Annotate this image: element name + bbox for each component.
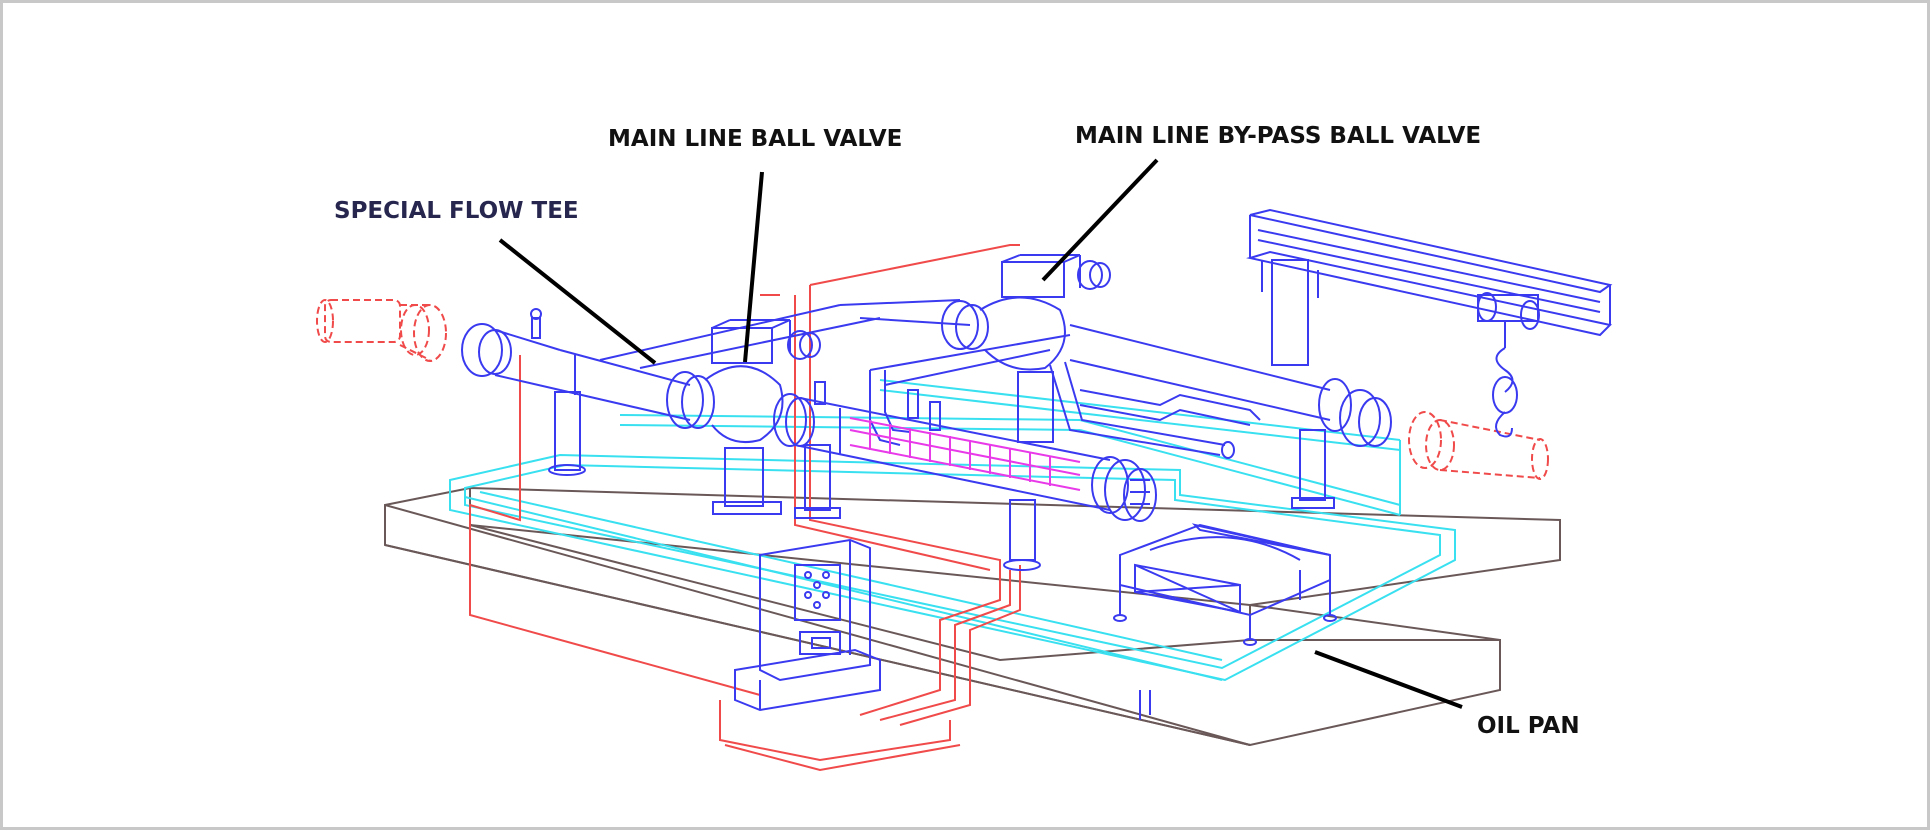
pump-frame — [1113, 523, 1337, 720]
leader-lines — [498, 158, 1463, 709]
control-panel — [734, 538, 881, 712]
leader-bypass-ball-valve — [1041, 158, 1159, 282]
bypass-ball-valve-label: MAIN LINE BY-PASS BALL VALVE — [1075, 123, 1481, 149]
main-line-piping — [461, 254, 1392, 571]
special-flow-tee-label: SPECIAL FLOW TEE — [334, 198, 579, 224]
oil-pan-label: OIL PAN — [1477, 713, 1580, 739]
main-line-ball-valve-label: MAIN LINE BALL VALVE — [608, 126, 902, 152]
leader-oil-pan — [1314, 650, 1463, 709]
strainer-element — [849, 417, 1081, 491]
monorail-hoist — [1246, 208, 1613, 438]
leader-main-line-ball-valve — [743, 171, 764, 363]
oil-pan — [449, 379, 1456, 682]
leader-special-flow-tee — [498, 238, 657, 365]
electrical-conduit — [316, 244, 1549, 772]
